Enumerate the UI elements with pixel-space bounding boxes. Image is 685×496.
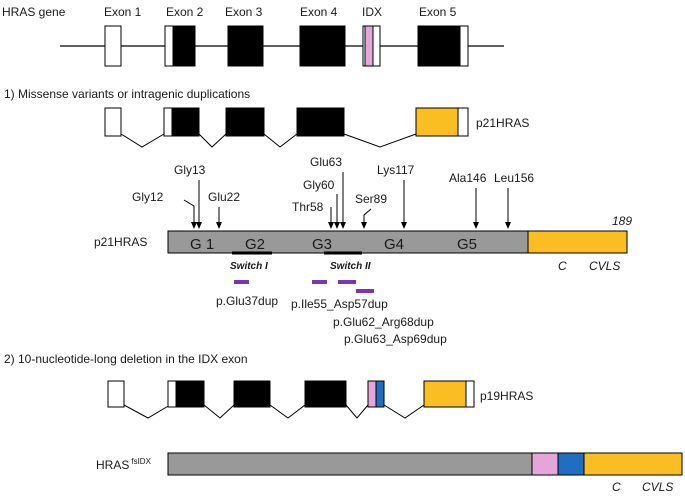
exon-label-2: Exon 2 xyxy=(166,5,204,19)
t2-exon-5 xyxy=(423,380,467,408)
mutation-thr58: Thr58 xyxy=(292,200,324,214)
mutation-gly13: Gly13 xyxy=(174,163,206,177)
mutation-leu156: Leu156 xyxy=(494,171,534,185)
domain-g5: G5 xyxy=(457,236,477,253)
p21-cvls-label: CVLS xyxy=(589,259,620,273)
section2-title: 2) 10-nucleotide-long deletion in the ID… xyxy=(4,352,248,366)
t2-exon-5-utr xyxy=(465,380,475,408)
t2-exon-2-utr xyxy=(167,380,177,408)
fsidx-blue-domain xyxy=(557,452,585,476)
dup-bar-glu62 xyxy=(338,280,356,284)
t2-idx-pink xyxy=(367,380,377,408)
section1-title: 1) Missense variants or intragenic dupli… xyxy=(4,87,250,101)
domain-g1: G 1 xyxy=(190,236,214,253)
fsidx-gray-domain xyxy=(167,452,533,476)
p19-transcript-label: p19HRAS xyxy=(480,389,533,403)
exon-label-5: Exon 5 xyxy=(419,5,457,19)
arrow-ser89 xyxy=(363,208,372,222)
arrowhead-lys117 xyxy=(401,222,407,229)
mutation-ser89: Ser89 xyxy=(355,192,387,206)
p19-splice-2 xyxy=(203,404,235,419)
exon-label-4: Exon 4 xyxy=(300,5,338,19)
p19-splice-5 xyxy=(383,404,425,419)
t1-exon-4 xyxy=(296,107,345,137)
fsidx-pink-domain xyxy=(531,452,559,476)
domain-g4: G4 xyxy=(384,236,404,253)
p21-c-label: C xyxy=(558,259,567,273)
arrowhead-gly13 xyxy=(196,222,202,229)
splice-1 xyxy=(120,133,165,148)
dup-label-glu37: p.Glu37dup xyxy=(216,294,278,308)
exon-1-box xyxy=(104,25,122,67)
p21-protein-label: p21HRAS xyxy=(94,235,147,249)
mutation-glu22: Glu22 xyxy=(208,190,240,204)
arrowhead-glu63 xyxy=(340,222,346,229)
exon-4-box xyxy=(299,25,346,67)
exon-5-utr xyxy=(459,25,469,67)
t1-exon-1 xyxy=(104,107,122,137)
mutation-gly12: Gly12 xyxy=(132,190,164,204)
t1-exon-3 xyxy=(225,107,265,137)
p19-splice-4 xyxy=(345,404,369,419)
t1-exon-2-utr xyxy=(163,107,173,137)
switch-2-label: Switch II xyxy=(330,261,371,272)
t2-idx-blue xyxy=(375,380,385,408)
arrowhead-thr58 xyxy=(328,222,334,229)
splice-3 xyxy=(263,133,298,148)
mutation-lys117: Lys117 xyxy=(377,163,415,177)
gene-label: HRAS gene xyxy=(2,5,66,19)
t2-exon-4 xyxy=(304,380,347,408)
exon-idx-pink xyxy=(364,25,374,67)
arrowhead-gly60 xyxy=(334,222,340,229)
fsidx-cvls-label: CVLS xyxy=(642,480,673,494)
p21-yellow-domain xyxy=(527,230,628,254)
arrowhead-ala146 xyxy=(473,222,479,229)
arrowhead-glu22 xyxy=(216,222,222,229)
dup-bar-glu37 xyxy=(234,280,249,284)
splice-2 xyxy=(198,133,227,148)
t1-exon-5 xyxy=(415,107,459,137)
dup-label-glu62: p.Glu62_Arg68dup xyxy=(333,315,434,329)
mutation-glu63: Glu63 xyxy=(310,155,342,169)
p19-splice-1 xyxy=(123,404,171,419)
dup-bar-glu63 xyxy=(356,289,374,293)
mutation-ala146: Ala146 xyxy=(449,171,487,185)
switch-1-label: Switch I xyxy=(230,261,268,272)
protein-length: 189 xyxy=(612,214,632,228)
p19-transcript: 2) 10-nucleotide-long deletion in the ID… xyxy=(4,352,533,419)
p21-transcript: 1) Missense variants or intragenic dupli… xyxy=(4,87,529,148)
arrowhead-ser89 xyxy=(361,222,367,229)
t2-exon-1 xyxy=(107,380,125,408)
dup-label-ile55: p.Ile55_Asp57dup xyxy=(291,297,388,311)
domain-g3: G3 xyxy=(312,236,332,253)
p21-protein: p21HRAS G 1 G2 G3 G4 G5 189 Switch I Swi… xyxy=(94,155,632,346)
t1-exon-5-utr xyxy=(457,107,469,137)
exon-label-idx: IDX xyxy=(362,5,382,19)
arrowhead-gly12 xyxy=(191,222,197,229)
p19-splice-3 xyxy=(269,404,306,419)
p21-transcript-label: p21HRAS xyxy=(476,116,529,130)
exon-2-utr xyxy=(164,25,174,67)
fsidx-c-label: C xyxy=(612,480,621,494)
exon-label-3: Exon 3 xyxy=(225,5,263,19)
dup-label-glu63: p.Glu63_Asp69dup xyxy=(344,332,447,346)
exon-3-box xyxy=(227,25,264,67)
domain-g2: G2 xyxy=(245,236,265,253)
dup-bar-ile55 xyxy=(312,280,327,284)
fsidx-yellow-domain xyxy=(583,452,683,476)
exon-label-1: Exon 1 xyxy=(104,5,142,19)
arrow-gly12 xyxy=(183,199,195,222)
t2-exon-3 xyxy=(233,380,271,408)
hras-gene-track: HRAS gene Exon 1 Exon 2 Exon 3 Exon 4 ID… xyxy=(2,5,504,67)
arrowhead-leu156 xyxy=(505,222,511,229)
splice-4 xyxy=(343,133,417,148)
mutation-gly60: Gly60 xyxy=(303,178,335,192)
